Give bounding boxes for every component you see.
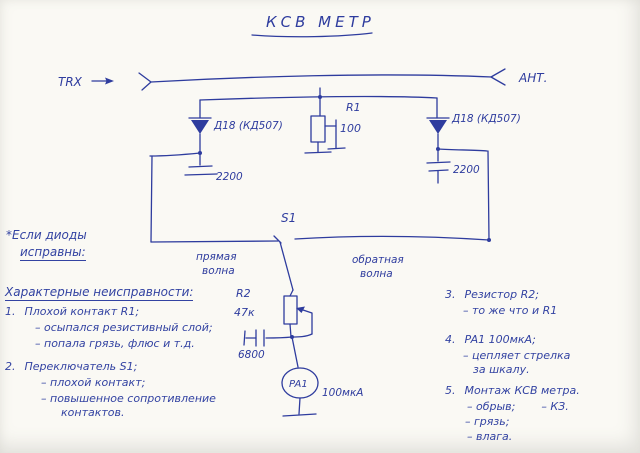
capacitor-right (426, 150, 451, 184)
switch-ref-label: S1 (281, 211, 296, 225)
faults-list-right: 3. Резистор R2; – то же что и R1 4. PA1 … (445, 288, 580, 444)
trx-arrow-icon (105, 77, 114, 85)
fault-item-2-sub-2: – повышенное сопротивление (41, 392, 216, 405)
fault-item-5-sub-4: – влага. (467, 430, 513, 443)
fault-item-2-sub-1: – плохой контакт; (41, 376, 146, 389)
fault-item-2: 2. Переключатель S1; (5, 360, 216, 374)
meter-ref-label: PA1 (289, 379, 308, 390)
fault-item-2-title: Переключатель S1; (24, 360, 138, 373)
faults-heading: Характерные неисправности: (5, 285, 194, 301)
forward-wave-label-2: волна (202, 265, 235, 277)
diodes-footnote-line1: *Если диоды (6, 228, 87, 242)
potentiometer-r2 (283, 289, 313, 339)
fault-item-3-sub-1: – то же что и R1 (463, 304, 558, 317)
diode-right (426, 97, 450, 151)
page-title: КСВ МЕТР (266, 13, 375, 31)
capacitor-6800 (243, 329, 293, 347)
fault-item-2-sub-2b: контактов. (61, 406, 125, 419)
capacitor-left-label: 2200 (216, 171, 243, 183)
fault-item-3-num: 3. (445, 288, 456, 301)
resistor-r1 (304, 115, 346, 154)
fault-item-1-sub-2: – попала грязь, флюс и т.д. (35, 337, 195, 350)
fault-item-2-num: 2. (5, 360, 16, 373)
forward-wave-label-1: прямая (196, 251, 237, 263)
diode-right-label: Д18 (КД507) (451, 113, 521, 125)
fault-item-4-sub-1: – цепляет стрелка (463, 349, 571, 362)
r2-ref-label: R2 (236, 287, 251, 300)
fault-item-5: 5. Монтаж КСВ метра. (445, 384, 580, 398)
diodes-footnote: *Если диоды исправны: (6, 228, 87, 261)
fault-item-1-title: Плохой контакт R1; (24, 305, 140, 318)
selector-loop (149, 148, 491, 243)
fault-item-5-title: Монтаж КСВ метра. (464, 384, 580, 397)
fault-item-3-title: Резистор R2; (464, 288, 539, 301)
reverse-wave-label-1: обратная (352, 254, 404, 266)
capacitor-6800-label: 6800 (238, 349, 265, 361)
capacitor-left (184, 154, 218, 176)
fault-item-4-num: 4. (445, 333, 456, 346)
fault-item-5-num: 5. (445, 384, 456, 397)
meter-pa1 (281, 336, 319, 417)
fault-item-1-sub-1: – осыпался резистивный слой; (35, 321, 213, 334)
feedline: TRX АНТ. (58, 68, 547, 91)
meter-value-label: 100мкА (322, 387, 364, 399)
ant-label: АНТ. (518, 71, 547, 85)
pickup-line (199, 87, 438, 117)
switch-s1 (273, 235, 294, 291)
diode-left (188, 99, 212, 155)
reverse-wave-label-2: волна (360, 268, 393, 280)
fault-item-1: 1. Плохой контакт R1; (5, 305, 216, 319)
r1-value-label: 100 (340, 122, 361, 135)
fault-item-4-title: PA1 100мкА; (464, 333, 536, 346)
fault-item-5-sub-3: – грязь; (465, 415, 510, 428)
fault-item-3: 3. Резистор R2; (445, 288, 580, 302)
diodes-footnote-line2: исправны: (20, 245, 86, 261)
fault-item-1-num: 1. (5, 305, 16, 318)
title-underline (251, 32, 373, 38)
capacitor-right-label: 2200 (453, 164, 480, 176)
faults-list-left: Характерные неисправности: 1. Плохой кон… (5, 285, 216, 420)
r2-value-label: 47к (234, 306, 255, 319)
fault-item-5-sub-2: – КЗ. (541, 400, 569, 413)
diode-left-label: Д18 (КД507) (213, 120, 283, 132)
fault-item-5-sub-1: – обрыв; (467, 400, 516, 413)
fault-item-4: 4. PA1 100мкА; (445, 333, 580, 347)
trx-label: TRX (58, 75, 83, 89)
fault-item-4-sub-1b: за шкалу. (473, 363, 530, 376)
r1-ref-label: R1 (346, 101, 361, 114)
